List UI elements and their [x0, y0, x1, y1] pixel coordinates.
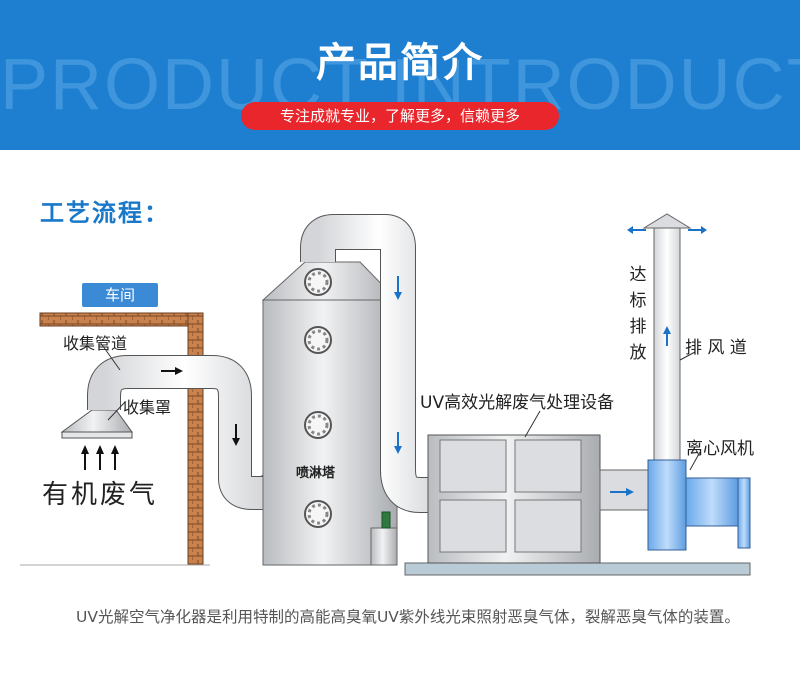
collection-hood-label: 收集罩: [123, 398, 172, 417]
exhaust-char: 放: [629, 343, 647, 363]
brick-roof: [39, 312, 204, 327]
brick-wall: [187, 312, 204, 566]
exhaust-duct-label: 排 风 道: [685, 338, 747, 358]
description: UV光解空气净化器是利用特制的高能高臭氧UV紫外线光束照射恶臭气体，裂解恶臭气体…: [76, 608, 740, 626]
centrifugal-fan: [647, 459, 687, 551]
section-title: 工艺流程：: [40, 199, 170, 227]
equipment-base: [404, 562, 751, 576]
spray-tower-label: 喷淋塔: [296, 466, 336, 481]
exhaust-vertical-label: 达 标 排 放: [628, 262, 648, 366]
workshop-label: 车间: [82, 283, 158, 307]
exhaust-char: 达: [629, 265, 647, 285]
banner-tagline: 专注成就专业，了解更多，信赖更多: [241, 102, 559, 130]
banner-title: 产品简介: [316, 40, 484, 86]
fan-label: 离心风机: [686, 439, 754, 459]
exhaust-char: 标: [629, 291, 647, 311]
uv-equipment-label: UV高效光解废气处理设备: [420, 393, 615, 413]
collection-duct-label: 收集管道: [63, 334, 128, 353]
pump-tank: [370, 527, 398, 566]
exhaust-char: 排: [629, 317, 647, 337]
source-label: 有机废气: [42, 480, 159, 510]
collection-hood: [60, 409, 133, 433]
header-banner: PRODUCT INTRODUCTION 产品简介 专注成就专业，了解更多，信赖…: [0, 0, 800, 150]
